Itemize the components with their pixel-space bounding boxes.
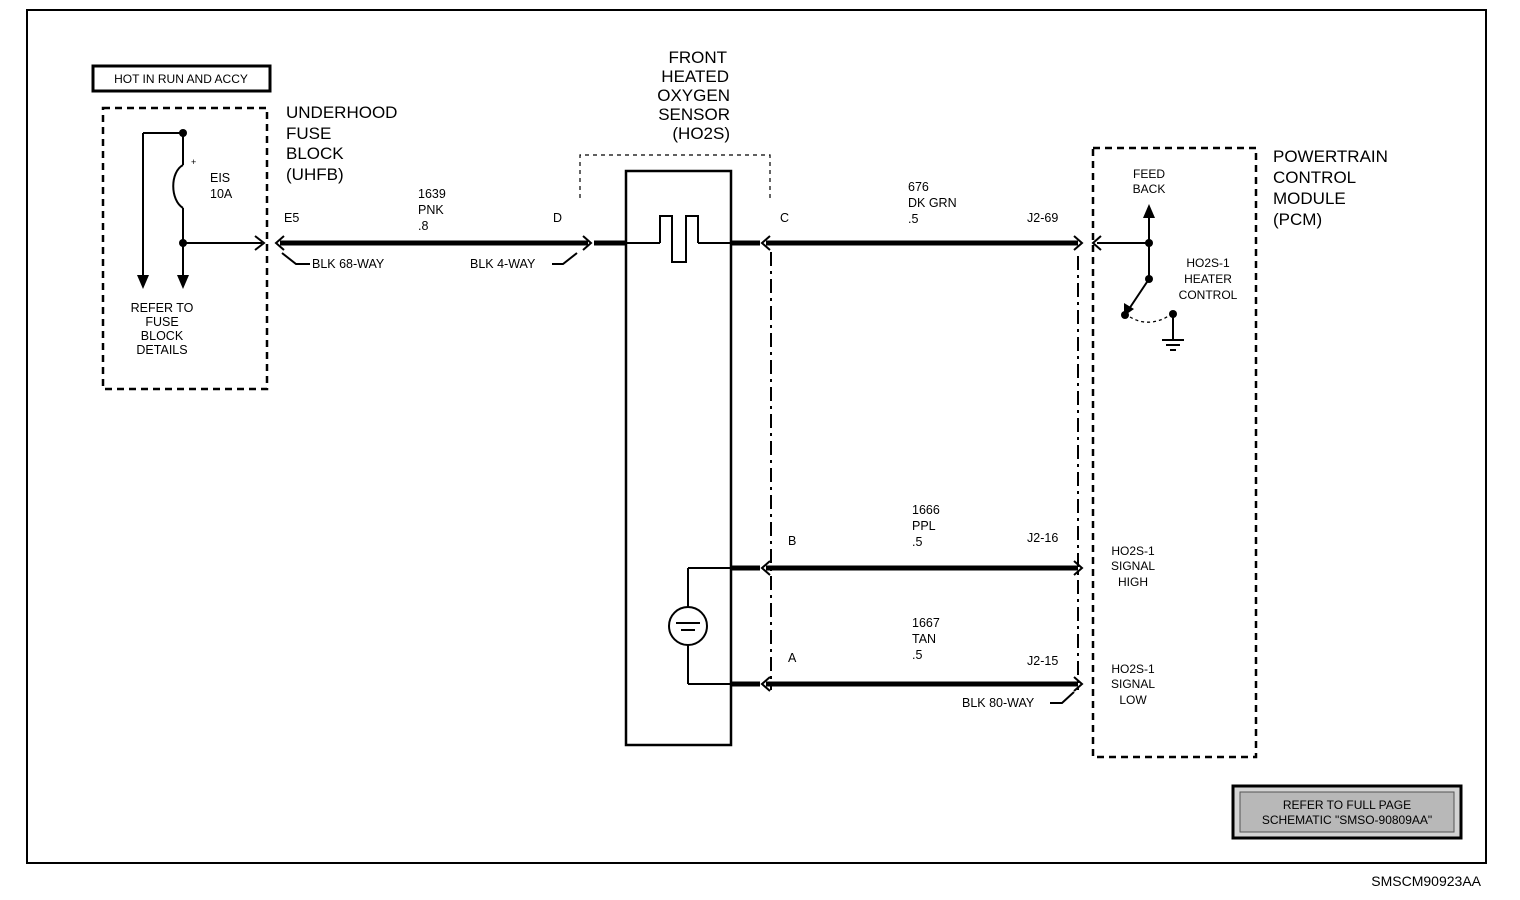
pin-d: D — [553, 211, 562, 225]
pcm-heater-driver: FEED BACK HO2S-1 HEATER CONTROL — [1091, 167, 1238, 351]
switch-icon — [1126, 278, 1150, 313]
svg-text:BLOCK: BLOCK — [286, 144, 344, 163]
svg-text:OXYGEN: OXYGEN — [657, 86, 730, 105]
svg-text:(UHFB): (UHFB) — [286, 165, 344, 184]
svg-text:MODULE: MODULE — [1273, 189, 1346, 208]
refer-full-page-box: REFER TO FULL PAGE SCHEMATIC "SMSO-90809… — [1231, 784, 1463, 840]
hot-in-run-label-box: HOT IN RUN AND ACCY — [91, 64, 272, 93]
wire-676: C 676 DK GRN .5 J2-69 — [760, 180, 1084, 251]
svg-text:.5: .5 — [912, 535, 922, 549]
pcm-title: POWERTRAIN CONTROL MODULE (PCM) — [1273, 147, 1388, 229]
pcm-box — [1091, 146, 1258, 759]
outer-frame — [26, 9, 1487, 864]
svg-text:FUSE: FUSE — [286, 124, 331, 143]
svg-text:.5: .5 — [908, 212, 918, 226]
svg-text:(HO2S): (HO2S) — [672, 124, 730, 143]
refer-arrow-icon — [137, 275, 149, 289]
svg-text:PNK: PNK — [418, 203, 444, 217]
svg-text:SCHEMATIC "SMSO-90809AA": SCHEMATIC "SMSO-90809AA" — [1262, 813, 1432, 827]
connector-blk68: BLK 68-WAY — [312, 257, 385, 271]
pin-a: A — [788, 651, 797, 665]
svg-text:HEATED: HEATED — [661, 67, 729, 86]
svg-text:PPL: PPL — [912, 519, 936, 533]
hot-in-run-label: HOT IN RUN AND ACCY — [114, 72, 248, 86]
svg-text:POWERTRAIN: POWERTRAIN — [1273, 147, 1388, 166]
svg-text:REFER TO: REFER TO — [131, 301, 194, 315]
svg-text:BLOCK: BLOCK — [141, 329, 184, 343]
svg-text:1667: 1667 — [912, 616, 940, 630]
svg-text:HO2S-1: HO2S-1 — [1111, 662, 1155, 676]
fuse-icon — [172, 164, 184, 209]
svg-text:676: 676 — [908, 180, 929, 194]
svg-text:CONTROL: CONTROL — [1179, 288, 1238, 302]
sensor-cell-icon — [668, 567, 760, 685]
drawing-id: SMSCM90923AA — [1371, 873, 1481, 889]
wire-1639: E5 1639 PNK .8 D BLK 68-WAY BLK 4-WAY — [274, 187, 593, 271]
svg-text:1639: 1639 — [418, 187, 446, 201]
svg-text:CONTROL: CONTROL — [1273, 168, 1356, 187]
svg-text:SIGNAL: SIGNAL — [1111, 559, 1155, 573]
svg-text:.5: .5 — [912, 648, 922, 662]
fuse-circuit: + EIS 10A REFER TO FUSE BLOCK DETAILS — [131, 129, 266, 357]
svg-text:HEATER: HEATER — [1184, 272, 1232, 286]
svg-text:LOW: LOW — [1119, 693, 1147, 707]
svg-text:REFER TO FULL PAGE: REFER TO FULL PAGE — [1283, 798, 1411, 812]
svg-text:FRONT: FRONT — [668, 48, 727, 67]
svg-text:1666: 1666 — [912, 503, 940, 517]
wire-1667: A 1667 TAN .5 J2-15 — [731, 616, 1084, 692]
svg-text:.8: .8 — [418, 219, 428, 233]
svg-text:(PCM): (PCM) — [1273, 210, 1322, 229]
svg-text:DK GRN: DK GRN — [908, 196, 957, 210]
pin-b: B — [788, 534, 796, 548]
svg-text:SENSOR: SENSOR — [658, 105, 730, 124]
svg-text:HIGH: HIGH — [1118, 575, 1148, 589]
svg-text:HO2S-1: HO2S-1 — [1186, 256, 1230, 270]
pin-c: C — [780, 211, 789, 225]
fuse-name: EIS — [210, 171, 230, 185]
sensor-title: FRONT HEATED OXYGEN SENSOR (HO2S) — [657, 48, 730, 143]
svg-text:UNDERHOOD: UNDERHOOD — [286, 103, 397, 122]
uhfb-box — [101, 106, 269, 391]
svg-text:+: + — [191, 157, 196, 167]
fuse-rating: 10A — [210, 187, 233, 201]
pin-e5: E5 — [284, 211, 299, 225]
signal-high-label: HO2S-1 SIGNAL HIGH — [1111, 544, 1155, 589]
pin-j2-16: J2-16 — [1027, 531, 1058, 545]
svg-text:DETAILS: DETAILS — [136, 343, 187, 357]
sensor-outline — [579, 154, 771, 198]
signal-low-label: HO2S-1 SIGNAL LOW — [1111, 662, 1155, 707]
svg-text:FUSE: FUSE — [145, 315, 178, 329]
svg-text:HO2S-1: HO2S-1 — [1111, 544, 1155, 558]
wire-1666: B 1666 PPL .5 J2-16 — [731, 503, 1084, 576]
pin-j2-15: J2-15 — [1027, 654, 1058, 668]
svg-text:TAN: TAN — [912, 632, 936, 646]
heater-element-icon — [594, 215, 760, 263]
connector-blk4: BLK 4-WAY — [470, 257, 536, 271]
svg-text:SIGNAL: SIGNAL — [1111, 677, 1155, 691]
uhfb-title: UNDERHOOD FUSE BLOCK (UHFB) — [286, 103, 397, 184]
svg-text:BACK: BACK — [1133, 182, 1166, 196]
connector-blk80: BLK 80-WAY — [962, 696, 1035, 710]
feedback-arrow-icon — [1143, 204, 1155, 218]
pin-j2-69: J2-69 — [1027, 211, 1058, 225]
svg-text:FEED: FEED — [1133, 167, 1165, 181]
sensor-body — [624, 169, 733, 747]
